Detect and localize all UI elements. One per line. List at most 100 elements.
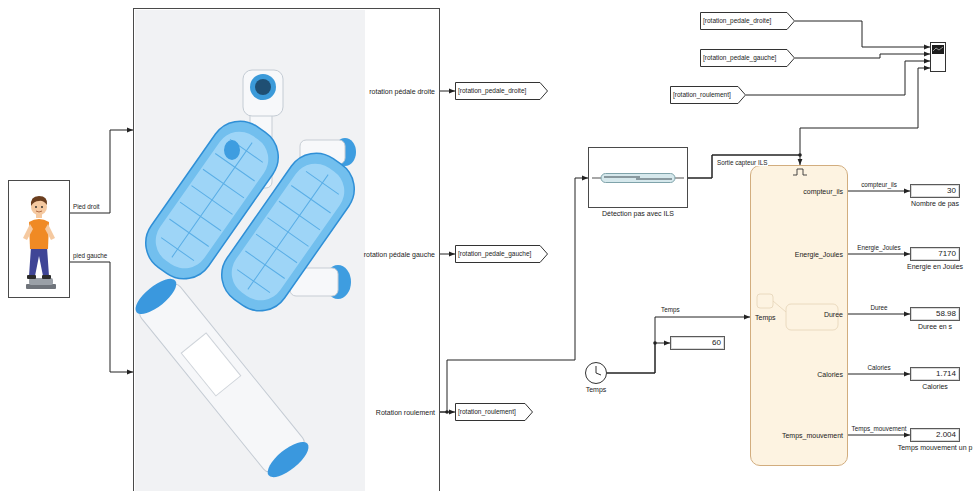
- port-label: Calories: [817, 371, 843, 378]
- trigger-symbol: [793, 169, 807, 175]
- port-label: rotation pédale droite: [369, 88, 435, 95]
- signal-label: Duree: [869, 305, 888, 311]
- stepper-photo: [130, 10, 366, 491]
- person-figure: [35, 206, 37, 208]
- display-value: 7170: [938, 250, 956, 258]
- signal-line: [440, 254, 455, 255]
- signal-line: [795, 21, 930, 47]
- display-value: 60: [712, 339, 721, 347]
- goto-tag: [rotation_pedale_droite]: [455, 82, 548, 100]
- signal-label: Pied droit: [72, 204, 101, 210]
- signal-line: [848, 254, 910, 255]
- display-value: 30: [947, 187, 956, 195]
- signal-label: Temps: [660, 307, 681, 313]
- port-label: Temps_mouvement: [782, 432, 843, 439]
- person-figure: [29, 278, 53, 285]
- stateflow-chart: compteur_ilsEnergie_JoulesTemps DureeCalo…: [750, 165, 848, 466]
- stepper-photo: [135, 10, 365, 491]
- display-block: 58.98Duree en s: [910, 307, 960, 321]
- stepper-photo: [255, 79, 271, 95]
- display-block: 60: [670, 336, 725, 350]
- display-value: 1.714: [936, 370, 956, 378]
- reed-switch-image: [601, 174, 675, 183]
- goto-tag: [rotation_pedale_gauche]: [455, 245, 548, 263]
- person-block: [8, 180, 70, 298]
- port-label: Temps: [755, 314, 776, 321]
- block-caption: Détection pas avec ILS: [602, 210, 674, 217]
- scope-block: [930, 42, 946, 72]
- signal-line: [70, 130, 133, 213]
- stepper-photo: [146, 122, 277, 277]
- chart-fill: [751, 166, 848, 466]
- signal-line: [688, 68, 930, 178]
- signal-line: [607, 317, 750, 373]
- signal-line: [848, 314, 910, 315]
- stepper-photo: [134, 109, 290, 290]
- signal-label: compteur_ils: [860, 182, 898, 188]
- scope-icon: [933, 47, 943, 51]
- stepper-photo: [134, 109, 290, 290]
- tag-name: [rotation_pedale_droite]: [703, 18, 771, 25]
- tag-name: [rotation_roulement]: [673, 92, 731, 99]
- chart-fill: [751, 166, 848, 466]
- port-label: Duree: [824, 311, 843, 318]
- person-figure: [27, 275, 36, 279]
- goto-tag: [rotation_roulement]: [455, 403, 533, 421]
- tag-name: [rotation_pedale_droite]: [458, 88, 526, 95]
- port-label: Energie_Joules: [795, 251, 843, 258]
- signal-label: pied gauche: [72, 253, 108, 259]
- signal-label: Calories: [866, 365, 891, 371]
- clock-hands: [596, 366, 597, 373]
- scope-icon: [932, 45, 944, 54]
- from-tag: [rotation_pedale_gauche]: [700, 49, 795, 67]
- person-figure: [31, 196, 47, 206]
- port-label: Rotation roulement: [376, 409, 435, 416]
- tag-name: [rotation_pedale_gauche]: [703, 55, 776, 62]
- block-caption: Temps: [586, 386, 607, 393]
- display-block: 30Nombre de pas: [910, 184, 960, 198]
- tag-name: [rotation_pedale_gauche]: [458, 251, 531, 258]
- port-label: compteur_ils: [803, 188, 843, 195]
- signal-line: [607, 343, 670, 373]
- tag-outline: [701, 13, 795, 30]
- tag-outline: [456, 246, 548, 263]
- clock-hands: [596, 366, 601, 375]
- reed-switch-image: [604, 176, 640, 177]
- clock-block: Temps: [585, 362, 607, 384]
- display-block: 2.004Temps mouvement un p: [910, 428, 960, 442]
- ils-sensor-block: Détection pas avec ILS: [588, 147, 688, 208]
- reed-switch-image: [636, 178, 672, 179]
- display-value: 2.004: [936, 431, 956, 439]
- port-label: rotation pédale gauche: [364, 251, 435, 258]
- trigger-symbol: [793, 169, 807, 175]
- person-figure: [23, 196, 56, 289]
- tag-outline: [701, 50, 795, 67]
- signal-line: [440, 178, 588, 412]
- person-figure: [36, 211, 42, 212]
- person-figure: [45, 224, 55, 240]
- display-value: 58.98: [936, 310, 956, 318]
- tag-outline: [671, 87, 746, 104]
- person-figure: [29, 219, 49, 249]
- clock-hands: [596, 373, 601, 375]
- signal-line: [795, 54, 930, 58]
- stepper-photo: [224, 140, 240, 160]
- display-block: 7170Energie en Joules: [910, 247, 960, 261]
- branch-point: [445, 153, 802, 414]
- person-figure: [23, 224, 33, 240]
- block-caption: Temps mouvement un p: [898, 444, 973, 451]
- stepper-photo: [130, 273, 181, 320]
- signal-line: [848, 191, 910, 192]
- signal-label: Temps_mouvement: [851, 426, 908, 432]
- from-tag: [rotation_pedale_droite]: [700, 12, 795, 30]
- tag-name: [rotation_roulement]: [458, 409, 516, 416]
- person-figure: [42, 275, 51, 279]
- block-caption: Nombre de pas: [911, 200, 959, 207]
- stepper-photo: [181, 333, 240, 396]
- tag-outline: [456, 404, 533, 421]
- signal-label: Energie_Joules: [856, 245, 901, 251]
- from-tag: [rotation_roulement]: [670, 86, 746, 104]
- signal-line: [848, 374, 910, 375]
- block-caption: Calories: [922, 383, 948, 390]
- signal-line: [688, 155, 800, 178]
